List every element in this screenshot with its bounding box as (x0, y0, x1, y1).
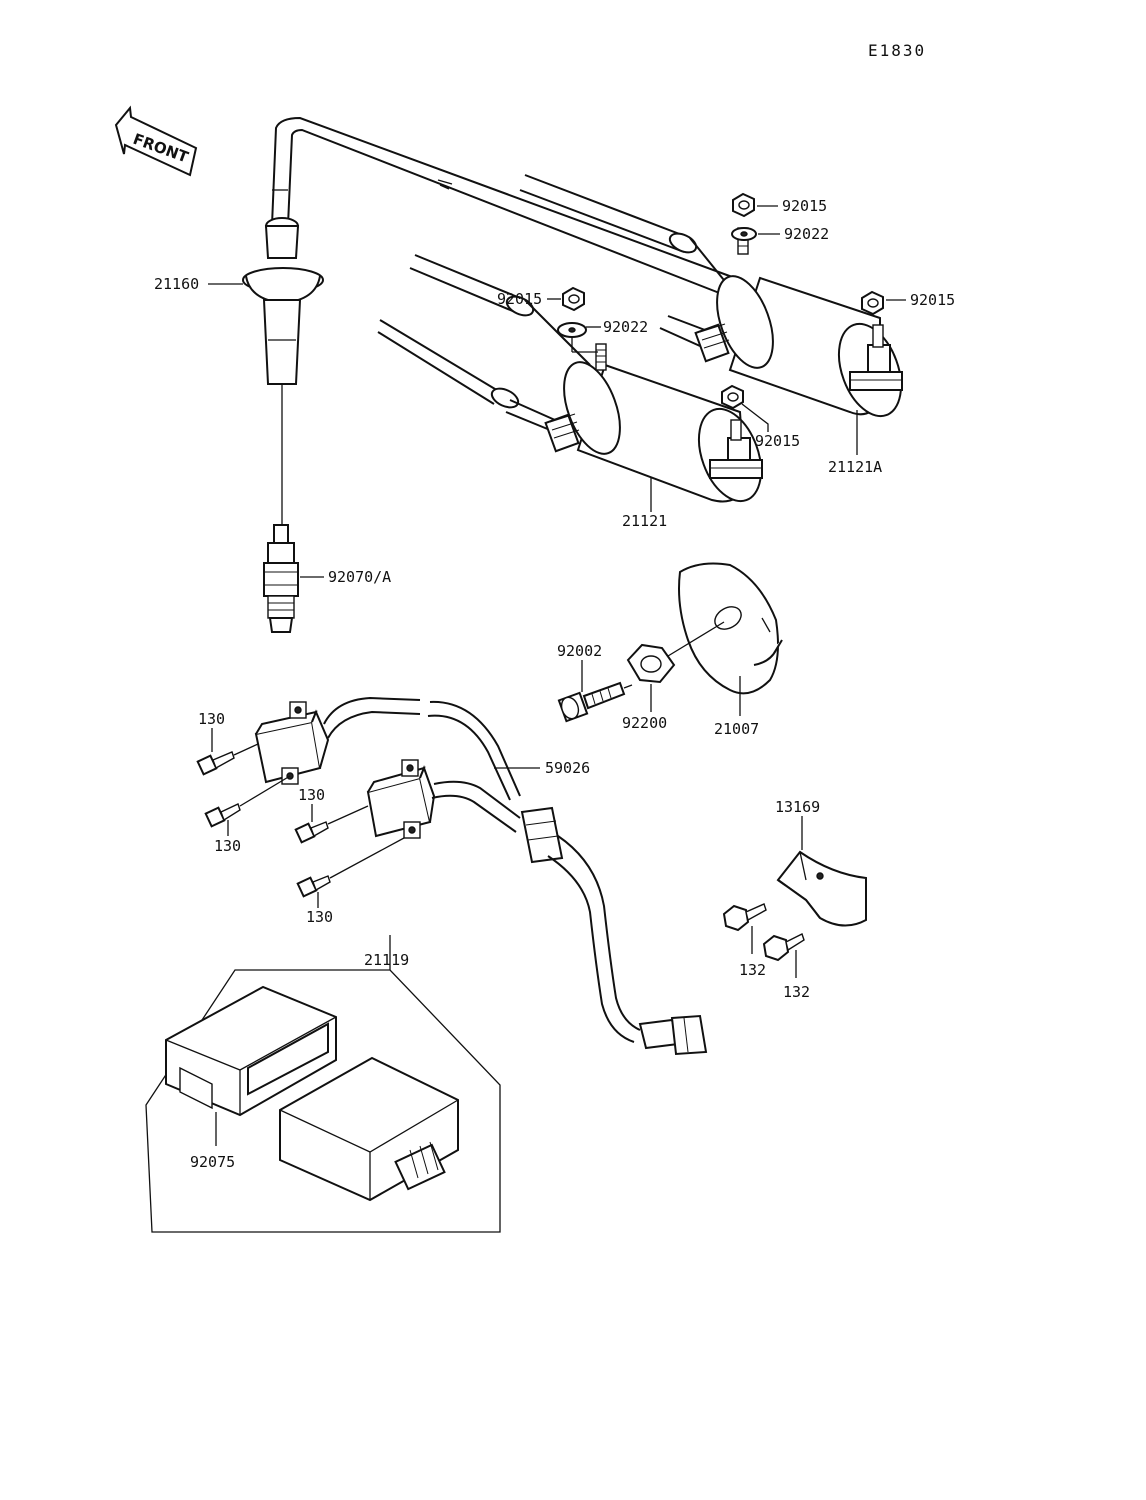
washer-92022-left (557, 322, 587, 338)
label-59026: 59026 (545, 759, 590, 777)
timing-rotor-21007 (678, 562, 783, 695)
label-92022-top: 92022 (784, 225, 829, 243)
label-92022-left: 92022 (603, 318, 648, 336)
screw-axis-130-a (233, 743, 259, 756)
label-21160: 21160 (154, 275, 199, 293)
label-132-a: 132 (739, 961, 766, 979)
screw-axis-130-b (239, 775, 291, 807)
label-92002: 92002 (557, 642, 602, 660)
label-130-c: 130 (298, 786, 325, 804)
bolt-132-a (722, 903, 767, 932)
bolt-92002 (557, 681, 626, 723)
screw-130-d (296, 875, 331, 898)
label-21119: 21119 (364, 951, 409, 969)
diagram-code: E1830 (868, 41, 926, 60)
bracket-13169 (776, 850, 867, 927)
screw-130-b (204, 803, 241, 828)
bolt-132-b (762, 933, 805, 962)
ic-igniter-assembly-21119 (145, 969, 501, 1233)
label-130-a: 130 (198, 710, 225, 728)
spark-plug-92070A (263, 524, 299, 633)
label-92015-right: 92015 (910, 291, 955, 309)
rotor-axis (667, 621, 725, 657)
label-21007: 21007 (714, 720, 759, 738)
label-92015-left: 92015 (497, 290, 542, 308)
screw-130-c (294, 821, 329, 844)
washer-92022-top (731, 227, 757, 241)
leader-92015-mid (741, 403, 769, 432)
spark-plug-cap-21160 (242, 116, 736, 525)
label-92015-top: 92015 (782, 197, 827, 215)
pickup-coil-upper (254, 701, 330, 785)
label-92070A: 92070/A (328, 568, 391, 586)
label-92200: 92200 (622, 714, 667, 732)
nut-92015-right (861, 290, 884, 316)
nut-92015-left (562, 286, 585, 312)
hex-nut-92200 (626, 643, 676, 684)
label-130-b: 130 (214, 837, 241, 855)
screw-130-a (196, 751, 235, 776)
nut-92015-mid (721, 384, 744, 410)
label-21121A: 21121A (828, 458, 882, 476)
bolt-axis (623, 684, 633, 689)
label-92075: 92075 (190, 1153, 235, 1171)
label-13169: 13169 (775, 798, 820, 816)
label-21121: 21121 (622, 512, 667, 530)
ignition-coil-21121 (377, 254, 763, 503)
wiring-harness-59026 (323, 696, 708, 1056)
pickup-coil-lower (366, 759, 436, 839)
screw-axis-130-d (329, 837, 405, 879)
label-132-b: 132 (783, 983, 810, 1001)
screw-axis-130-c (327, 805, 369, 825)
label-92015-mid: 92015 (755, 432, 800, 450)
nut-92015-top (732, 192, 755, 218)
ignition-coil-21121A (519, 174, 903, 418)
front-arrow-icon: FRONT (114, 105, 198, 177)
label-130-d: 130 (306, 908, 333, 926)
